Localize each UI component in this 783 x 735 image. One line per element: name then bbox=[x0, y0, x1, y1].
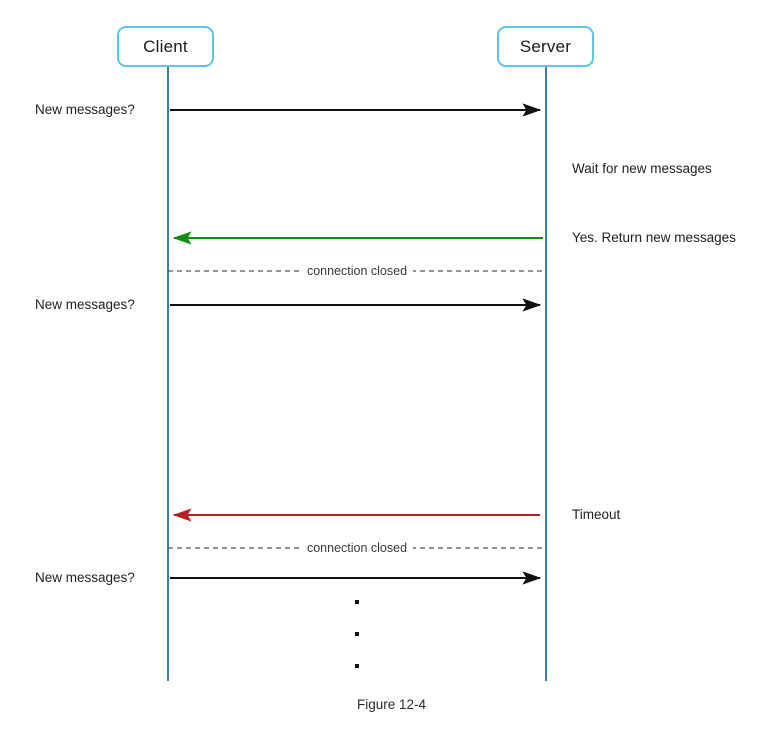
message-label-response-1: Yes. Return new messages bbox=[572, 230, 736, 245]
dashed-label-connection-closed-2: connection closed bbox=[300, 542, 414, 555]
participant-label-client: Client bbox=[143, 36, 188, 56]
participant-box-client: Client bbox=[117, 26, 214, 67]
message-label-request-2: New messages? bbox=[35, 297, 135, 312]
message-label-request-3: New messages? bbox=[35, 570, 135, 585]
lifeline-server bbox=[545, 67, 547, 681]
participant-label-server: Server bbox=[519, 36, 572, 56]
continuation-dot bbox=[355, 632, 359, 636]
figure-caption: Figure 12-4 bbox=[356, 697, 427, 712]
participant-box-server: Server bbox=[497, 26, 594, 67]
message-label-timeout-1: Timeout bbox=[572, 507, 621, 522]
dashed-label-connection-closed-1: connection closed bbox=[300, 265, 414, 278]
note-label-wait-for-new-messages: Wait for new messages bbox=[572, 161, 712, 176]
lifeline-client bbox=[167, 67, 169, 681]
continuation-dot bbox=[355, 600, 359, 604]
continuation-dot bbox=[355, 664, 359, 668]
message-label-request-1: New messages? bbox=[35, 102, 135, 117]
